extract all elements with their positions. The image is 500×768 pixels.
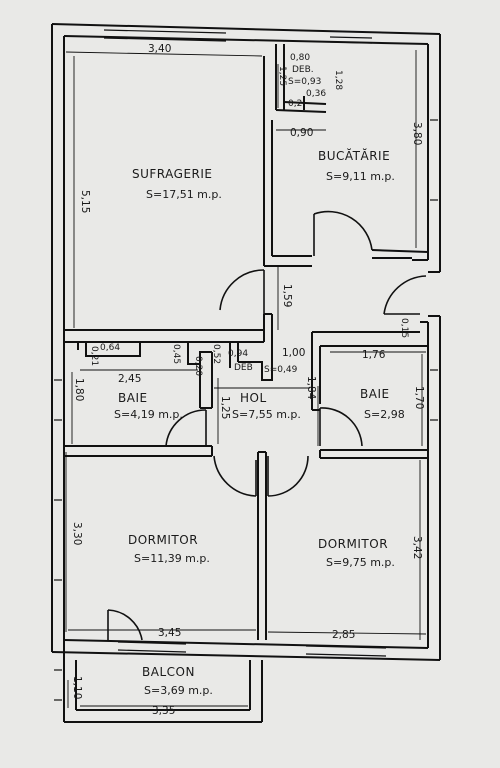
room-area-hol: S=7,55 m.p. xyxy=(232,408,301,421)
room-name-balcon: BALCON xyxy=(142,665,195,679)
dim-bucatarie-height: 3,80 xyxy=(411,122,423,145)
dim-deb2-height: 0,52 xyxy=(211,344,221,364)
room-area-baie-2: S=2,98 xyxy=(364,408,405,421)
room-area-bucatarie: S=9,11 m.p. xyxy=(326,170,395,183)
room-name-dormitor-2: DORMITOR xyxy=(318,537,388,551)
room-name-baie-1: BAIE xyxy=(118,391,148,405)
room-area-balcon: S=3,69 m.p. xyxy=(144,684,213,697)
dim-dormitor1-height: 3,30 xyxy=(71,522,83,545)
dim-deb1-width: 0,80 xyxy=(290,53,310,63)
dim-baie1-top: 0,64 xyxy=(100,343,120,353)
room-name-bucatarie: BUCĂTĂRIE xyxy=(318,148,390,163)
dim-baie1-notch2: 0,20 xyxy=(193,356,203,376)
dim-baie1-height: 1,80 xyxy=(73,378,85,401)
dim-baie1-wall-left: 0,21 xyxy=(89,346,99,366)
room-labels: SUFRAGERIE S=17,51 m.p. BUCĂTĂRIE S=9,11… xyxy=(114,65,405,697)
dim-deb1-inner: 0,36 xyxy=(306,89,326,99)
dim-baie2-width: 1,76 xyxy=(362,349,386,361)
room-area-deb-2: S=0,49 xyxy=(264,365,298,375)
room-name-dormitor-1: DORMITOR xyxy=(128,533,198,547)
room-name-sufragerie: SUFRAGERIE xyxy=(132,167,213,181)
dim-balcon-width: 3,35 xyxy=(152,705,175,717)
dim-deb1-bottom: 0,2 xyxy=(288,99,302,109)
room-name-baie-2: BAIE xyxy=(360,387,390,401)
dim-hol-right: 1,84 xyxy=(305,376,317,400)
dim-deb2-width: 0,94 xyxy=(228,349,248,359)
dim-wall-step: 0,15 xyxy=(399,318,409,338)
dimension-labels: 3,40 5,15 0,80 1,25 1,28 0,36 0,2 0,90 3… xyxy=(71,43,425,717)
dim-dormitor1-width: 3,45 xyxy=(158,627,181,639)
room-area-baie-1: S=4,19 m.p. xyxy=(114,408,183,421)
room-area-deb-1: S=0,93 xyxy=(288,77,321,87)
windows xyxy=(54,29,438,701)
dim-baie1-width: 2,45 xyxy=(118,373,141,385)
dim-hol-left: 1,25 xyxy=(219,396,231,419)
room-area-dormitor-1: S=11,39 m.p. xyxy=(134,552,210,565)
dim-balcon-height: 1,10 xyxy=(71,676,83,699)
dim-deb1-right: 1,28 xyxy=(333,70,343,90)
dim-baie1-notch: 0,45 xyxy=(171,344,181,364)
room-area-dormitor-2: S=9,75 m.p. xyxy=(326,556,395,569)
dim-deb1-left: 1,25 xyxy=(277,66,287,86)
room-name-deb-2: DEB xyxy=(234,363,253,373)
room-name-hol: HOL xyxy=(240,391,267,405)
doors xyxy=(107,210,427,641)
room-area-sufragerie: S=17,51 m.p. xyxy=(146,188,222,201)
dim-hol-width: 1,00 xyxy=(282,347,305,359)
dim-sufragerie-height: 5,15 xyxy=(79,190,91,213)
dim-dormitor2-width: 2,85 xyxy=(332,629,355,641)
dim-sufragerie-width: 3,40 xyxy=(148,43,171,55)
room-name-deb-1: DEB. xyxy=(292,65,314,75)
dim-bucatarie-top: 0,90 xyxy=(290,127,313,139)
dim-baie2-height: 1,70 xyxy=(413,386,425,409)
walls xyxy=(51,23,441,723)
dim-hol-upper: 1,59 xyxy=(281,284,293,307)
dimension-lines xyxy=(65,50,427,708)
dim-dormitor2-height: 3,42 xyxy=(411,536,423,559)
